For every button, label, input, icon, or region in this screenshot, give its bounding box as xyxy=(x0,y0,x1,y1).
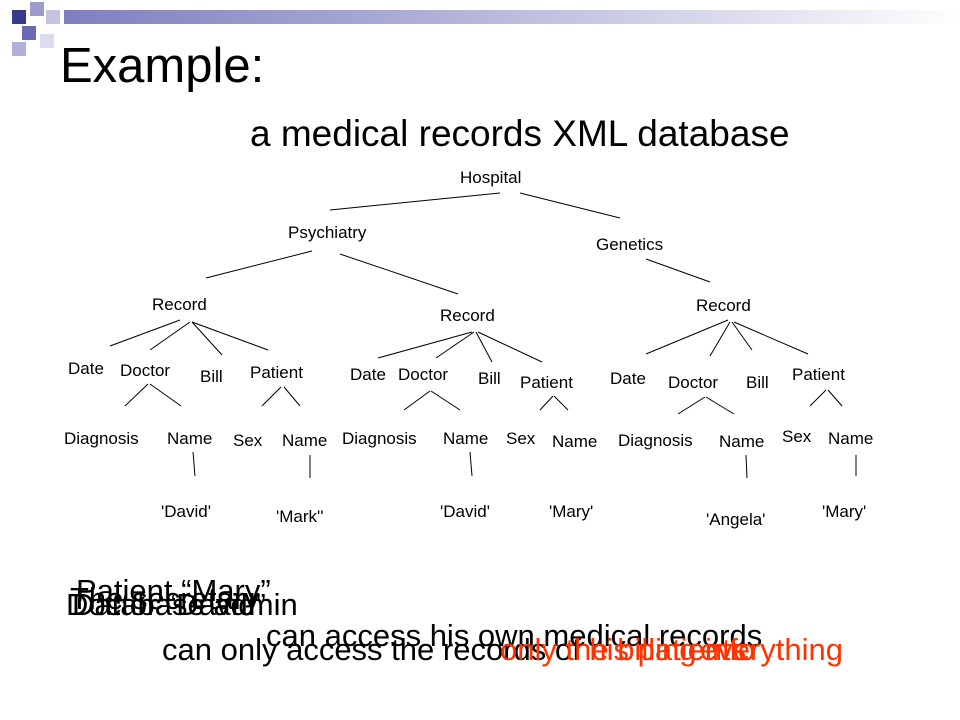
caption-line2-billing: only the billing info xyxy=(500,632,755,668)
tree-edge-doctor1-diagnosis1 xyxy=(124,383,149,407)
header-square xyxy=(46,10,60,24)
tree-node-sex1: Sex xyxy=(233,431,263,450)
tree-node-val_mary2: 'Mary' xyxy=(822,502,866,521)
caption-line1-doctor: Doctor “David” xyxy=(66,587,266,622)
tree-edge-patient1-sex1 xyxy=(261,386,282,407)
caption-everything: everything xyxy=(700,632,844,667)
tree-edges xyxy=(109,192,857,479)
tree-edge-record1-date1 xyxy=(109,319,181,347)
tree-edge-patient3-pname3 xyxy=(827,389,843,407)
tree-edge-patient3-sex3 xyxy=(809,389,827,407)
tree-node-bill3: Bill xyxy=(746,373,769,392)
tree-node-val_mark: 'Mark'' xyxy=(276,507,324,526)
tree-node-sex2: Sex xyxy=(506,429,536,448)
tree-edge-record2-doctor2 xyxy=(435,331,475,359)
tree-edge-record3-bill3 xyxy=(731,321,753,351)
header-stripe xyxy=(64,10,960,24)
caption-line1-mary: Patient “Mary” xyxy=(76,573,271,608)
tree-edge-psychiatry-record1 xyxy=(205,250,313,279)
tree-node-patient3: Patient xyxy=(792,365,845,384)
tree-edge-record2-patient2 xyxy=(477,331,543,363)
caption-line2-own-records: can access his own medical records xyxy=(266,618,763,653)
caption-billing-info: only the billing info xyxy=(500,632,756,667)
tree-edge-doctor2-dname2 xyxy=(430,390,461,411)
tree-node-doctor3: Doctor xyxy=(668,373,718,392)
tree-node-patient1: Patient xyxy=(250,363,303,382)
tree-node-psychiatry: Psychiatry xyxy=(288,223,367,242)
caption-line2-everything: everything xyxy=(700,632,843,668)
tree-edge-doctor2-diagnosis2 xyxy=(403,390,431,411)
tree-node-record3: Record xyxy=(696,296,751,315)
tree-node-dname1: Name xyxy=(167,429,212,448)
tree-edge-psychiatry-record2 xyxy=(339,253,459,295)
tree-edge-hospital-psychiatry xyxy=(329,192,501,211)
tree-node-bill1: Bill xyxy=(200,367,223,386)
tree-edge-record1-patient1 xyxy=(191,321,269,351)
tree-edge-doctor3-dname3 xyxy=(705,396,735,415)
slide-title: Example: xyxy=(60,39,265,93)
tree-node-sex3: Sex xyxy=(782,427,812,446)
tree-node-dname3: Name xyxy=(719,432,764,451)
caption-line1-secretary: The secretary xyxy=(70,581,260,616)
tree-node-doctor1: Doctor xyxy=(120,361,170,380)
header-square xyxy=(12,42,26,56)
tree-edge-doctor1-dname1 xyxy=(149,383,182,407)
tree-edge-record3-patient3 xyxy=(733,321,809,355)
tree-node-date3: Date xyxy=(610,369,646,388)
tree-node-diagnosis1: Diagnosis xyxy=(64,429,139,448)
tree-node-val_david1: 'David' xyxy=(161,502,211,521)
tree-edge-dname2-val_david2 xyxy=(469,451,473,477)
tree-edge-patient2-pname2 xyxy=(553,395,569,411)
tree-node-val_angela: 'Angela' xyxy=(706,510,765,529)
tree-node-val_mary1: 'Mary' xyxy=(549,502,593,521)
tree-node-date2: Date xyxy=(350,365,386,384)
tree-edge-dname3-val_angela xyxy=(745,454,748,479)
tree-node-doctor2: Doctor xyxy=(398,365,448,384)
header-square xyxy=(22,26,36,40)
tree-node-pname3: Name xyxy=(828,429,873,448)
tree-edge-record3-doctor3 xyxy=(709,321,731,357)
tree-edge-record1-doctor1 xyxy=(149,321,191,351)
header-square xyxy=(40,34,54,48)
tree-edge-genetics-record3 xyxy=(645,258,711,283)
tree-node-record1: Record xyxy=(152,295,207,314)
header-square xyxy=(12,10,26,24)
tree-edge-record2-bill2 xyxy=(475,331,493,363)
tree-node-pname2: Name xyxy=(552,432,597,451)
tree-nodes: HospitalPsychiatryGeneticsRecordRecordRe… xyxy=(64,168,873,529)
caption-line2-only-access: can only access the records of his patie… xyxy=(162,632,746,668)
tree-node-hospital: Hospital xyxy=(460,168,521,187)
caption-his-patients: his patients xyxy=(589,632,747,667)
tree-node-patient2: Patient xyxy=(520,373,573,392)
tree-node-record2: Record xyxy=(440,306,495,325)
tree-node-dname2: Name xyxy=(443,429,488,448)
tree-node-genetics: Genetics xyxy=(596,235,663,254)
tree-edge-patient2-sex2 xyxy=(539,395,554,411)
tree-node-date1: Date xyxy=(68,359,104,378)
tree-node-diagnosis2: Diagnosis xyxy=(342,429,417,448)
tree-node-bill2: Bill xyxy=(478,369,501,388)
tree-node-diagnosis3: Diagnosis xyxy=(618,431,693,450)
tree-edge-record2-date2 xyxy=(377,331,473,359)
header-square xyxy=(30,2,44,16)
caption-line1-admin: Database admin xyxy=(72,587,298,622)
tree-node-val_david2: 'David' xyxy=(440,502,490,521)
tree-edge-record3-date3 xyxy=(645,319,729,355)
slide-subtitle: a medical records XML database xyxy=(250,113,790,154)
tree-edge-record1-bill1 xyxy=(191,321,223,356)
tree-edge-patient1-pname1 xyxy=(283,386,301,407)
tree-node-pname1: Name xyxy=(282,431,327,450)
caption-only-access-text: can only access the records of xyxy=(162,632,581,667)
tree-edge-dname1-val_david1 xyxy=(192,451,196,477)
tree-edge-hospital-genetics xyxy=(519,192,621,219)
tree-edge-doctor3-diagnosis3 xyxy=(677,396,706,415)
